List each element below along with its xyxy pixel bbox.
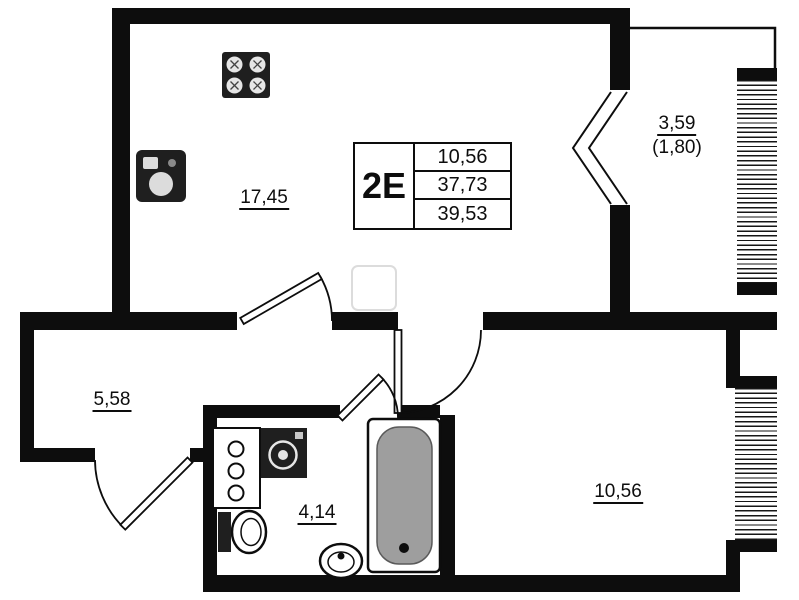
door-leaf-entrance (119, 456, 194, 531)
wall-middle-left (20, 312, 237, 330)
wall-stub-bedroom-window-top (735, 376, 777, 388)
area-living-value: 10,56 (415, 144, 510, 172)
wall-middle-right (483, 312, 777, 330)
unit-type-label: 2E (355, 144, 415, 228)
balcony-parapet (630, 26, 777, 80)
area-total-value: 37,73 (415, 172, 510, 200)
wall-bath-east (440, 415, 455, 575)
bathtub-icon (366, 417, 442, 574)
wall-balcony-top-stub (610, 24, 630, 90)
room-label-balcony: 3,59 (1,80) (652, 112, 702, 160)
wall-bath-top (203, 405, 340, 418)
balcony-door-window-icon (571, 91, 628, 205)
living-kitchen-area: 17,45 (239, 187, 289, 210)
washing-machine-icon (261, 428, 307, 478)
wall-hall-bottom-left (20, 448, 95, 462)
door-arc-living (319, 275, 333, 322)
door-arc-entrance (94, 459, 124, 528)
wall-hall-west (20, 312, 34, 462)
bedroom-window (735, 388, 777, 540)
shelf-icon (212, 427, 261, 509)
wall-bath-top-right (398, 405, 440, 418)
wall-left-upper (112, 8, 130, 318)
door-arc-bedroom (397, 329, 482, 414)
hallway-area: 5,58 (92, 389, 132, 412)
wall-balcony-bottom (610, 205, 630, 312)
balcony-glazing-window (737, 80, 777, 283)
room-label-bathroom: 4,14 (297, 501, 337, 525)
refrigerator-icon (351, 265, 397, 311)
door-leaf-bathroom (336, 373, 385, 422)
bathroom-area: 4,14 (297, 502, 337, 525)
bedroom-area: 10,56 (593, 481, 643, 504)
balcony-area: 3,59 (657, 113, 697, 136)
kitchen-sink-icon (136, 150, 186, 202)
wall-stub-bedroom-window-bottom (735, 540, 777, 552)
title-block: 2E 10,56 37,73 39,53 (353, 142, 512, 230)
stove-icon (222, 52, 270, 98)
wall-stub-balcony-window-top (737, 68, 777, 80)
wall-top (112, 8, 630, 24)
room-label-bedroom: 10,56 (593, 480, 643, 504)
wall-bedroom-east-upper (726, 330, 740, 388)
wall-stub-balcony-window-bottom (737, 283, 777, 295)
wall-middle-center (332, 312, 398, 330)
door-leaf-living (239, 271, 323, 326)
room-label-living-kitchen: 17,45 (239, 186, 289, 210)
wall-bottom (203, 575, 740, 592)
balcony-area-reduced: (1,80) (652, 136, 702, 158)
doors (94, 271, 482, 531)
room-label-hallway: 5,58 (92, 388, 132, 412)
toilet-icon (218, 509, 268, 555)
washbasin-icon (318, 542, 364, 580)
area-total-with-balcony-value: 39,53 (437, 202, 488, 225)
